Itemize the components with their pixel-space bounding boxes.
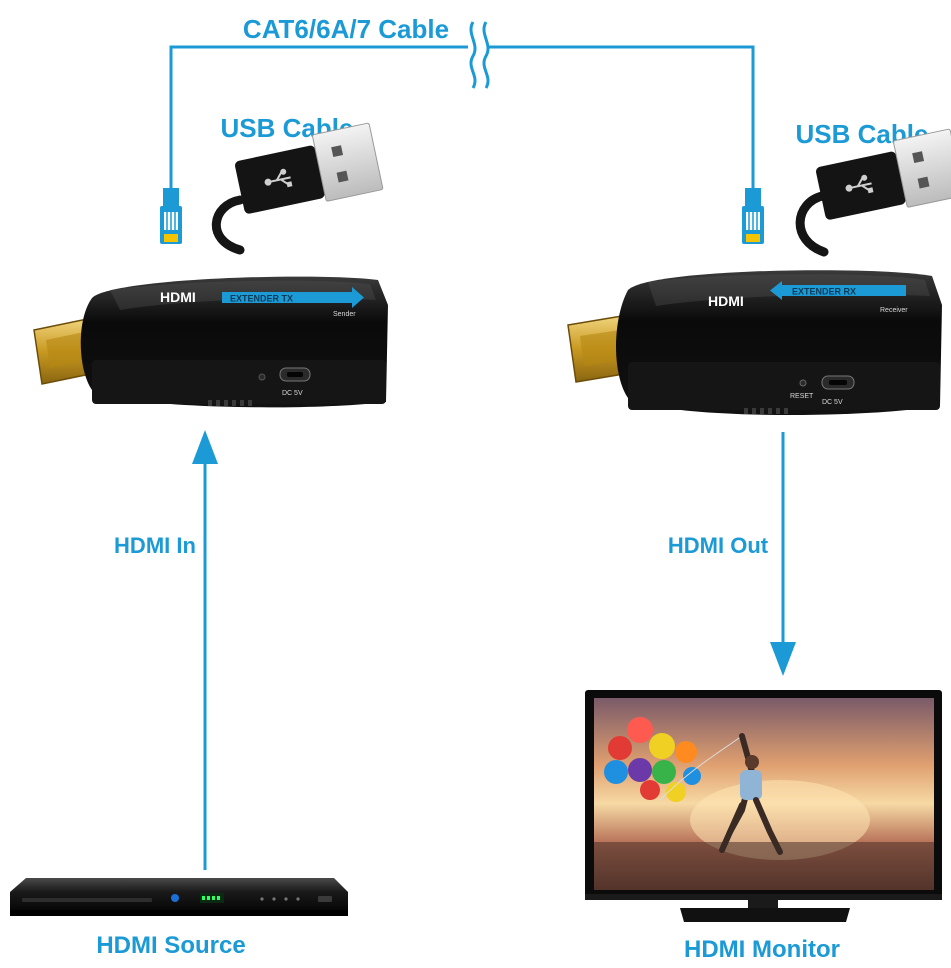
blu-ray-logo-icon <box>171 894 179 902</box>
boy-figure <box>719 733 783 855</box>
tv-monitor <box>585 690 942 922</box>
sender-device: HDMI EXTENDER TX Sender DC 5V <box>33 276 389 408</box>
sender-brand: HDMI <box>160 289 196 305</box>
sender-band: EXTENDER TX <box>222 287 364 308</box>
hdmi-monitor-label: HDMI Monitor <box>684 936 840 963</box>
cat-cable-label: CAT6/6A/7 Cable <box>243 14 449 44</box>
hdmi-source-label: HDMI Source <box>96 932 245 959</box>
receiver-reset-label: RESET <box>790 393 814 400</box>
usb-cable-right <box>795 128 951 257</box>
tv-neck <box>748 900 778 908</box>
balloons <box>604 717 743 802</box>
hdmi-out-label: HDMI Out <box>668 533 769 558</box>
cable-break-icon <box>469 21 490 89</box>
usb-icon <box>264 168 293 188</box>
receiver-port-label: DC 5V <box>822 399 843 406</box>
sender-port-label: DC 5V <box>282 390 303 397</box>
tv-stand <box>680 908 850 922</box>
sender-vent <box>208 400 252 406</box>
usb-cable-left <box>211 122 384 255</box>
receiver-device: HDMI EXTENDER RX Receiver RESET DC 5V <box>567 270 942 416</box>
receiver-reset-button[interactable] <box>799 379 807 387</box>
cat-cable <box>169 21 755 192</box>
usb-icon <box>845 174 874 194</box>
receiver-band: EXTENDER RX <box>770 281 906 300</box>
cat-cable-line-left <box>169 45 468 192</box>
rj45-connector-icon <box>160 188 182 244</box>
receiver-role: Receiver <box>880 307 908 314</box>
sender-band-text: EXTENDER TX <box>230 294 293 304</box>
hdmi-in-label: HDMI In <box>114 533 196 558</box>
rj45-connector-icon <box>742 188 764 244</box>
arrow-down-icon <box>770 432 796 676</box>
receiver-brand: HDMI <box>708 293 744 309</box>
sender-role: Sender <box>333 311 356 318</box>
sender-led <box>258 373 266 381</box>
cat-cable-line-right <box>488 45 755 192</box>
receiver-band-text: EXTENDER RX <box>792 287 856 297</box>
receiver-vent <box>744 408 788 414</box>
arrow-up-icon <box>192 430 218 870</box>
blu-ray-player <box>10 878 348 916</box>
